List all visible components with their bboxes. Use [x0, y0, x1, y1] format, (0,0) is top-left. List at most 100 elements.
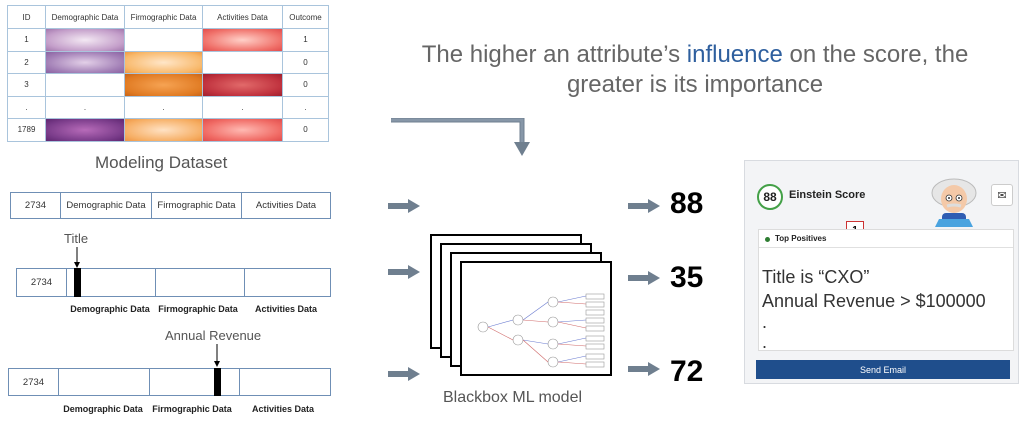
heat-cell — [124, 50, 203, 74]
row-id: 2 — [7, 50, 46, 74]
input-arrow-3 — [388, 367, 420, 381]
heat-cell — [202, 50, 283, 74]
heat-swatch — [46, 51, 124, 73]
table-header-row: ID Demographic Data Firmographic Data Ac… — [7, 5, 329, 29]
table-cell: . — [124, 95, 203, 119]
table-row: 1789 0 — [7, 118, 329, 142]
positive-line-4: . — [762, 332, 768, 352]
table-cell: . — [45, 95, 125, 119]
heat-cell — [124, 73, 203, 97]
record-activities-cell — [245, 269, 330, 296]
heat-cell — [202, 28, 283, 52]
row-outcome: 0 — [282, 118, 329, 142]
record-activities: Activities Data — [255, 200, 317, 211]
label-firmographic: Firmographic Data — [158, 304, 238, 314]
einstein-avatar-icon — [931, 178, 977, 227]
heat-cell — [45, 50, 125, 74]
heat-swatch — [46, 119, 124, 141]
row-id: 1789 — [7, 118, 46, 142]
heat-swatch — [125, 119, 202, 141]
heat-swatch — [46, 29, 124, 51]
output-arrow-3 — [628, 362, 660, 376]
heat-swatch — [203, 74, 282, 96]
positive-line-3: . — [762, 312, 768, 332]
heat-cell — [45, 73, 125, 97]
table-cell: . — [7, 95, 46, 119]
row-outcome: 0 — [282, 73, 329, 97]
positive-dot-icon — [765, 237, 770, 242]
positive-line-1: Title is “CXO” — [762, 267, 870, 287]
positive-line-2: Annual Revenue > $100000 — [762, 291, 986, 311]
dataset-caption: Modeling Dataset — [95, 153, 228, 172]
label-demographic: Demographic Data — [70, 304, 150, 314]
label-activities: Activities Data — [254, 304, 318, 314]
email-icon[interactable]: ✉ — [991, 184, 1013, 206]
label-demographic: Demographic Data — [63, 404, 143, 414]
revenue-marker-bar — [214, 368, 221, 396]
label-firmographic: Firmographic Data — [152, 404, 232, 414]
title-marker-label: Title — [64, 231, 89, 246]
annual-revenue-marker-label: Annual Revenue — [165, 328, 262, 343]
output-arrow-2 — [628, 271, 660, 285]
top-positives-label: Top Positives — [775, 234, 827, 243]
blackbox-model-stack — [430, 234, 612, 376]
modeling-dataset-table: ID Demographic Data Firmographic Data Ac… — [7, 5, 329, 142]
headline-part1: The higher an attribute’s — [421, 41, 687, 68]
record-activities-cell — [240, 369, 330, 395]
record-id: 2734 — [9, 369, 59, 395]
input-arrow-1 — [388, 199, 420, 213]
table-cell: . — [282, 95, 329, 119]
header-id: ID — [7, 5, 46, 29]
record-firmographic-cell — [156, 269, 245, 296]
row-outcome: 0 — [282, 50, 329, 74]
title-marker-bar — [74, 268, 81, 297]
heat-swatch — [203, 29, 282, 51]
row-outcome: 1 — [282, 28, 329, 52]
headline-part2: on the score, the — [782, 41, 969, 68]
table-cell: . — [202, 95, 283, 119]
header-activities: Activities Data — [202, 5, 283, 29]
revenue-pointer-arrow — [214, 344, 220, 367]
heat-cell — [124, 28, 203, 52]
model-label: Blackbox ML model — [443, 389, 583, 406]
send-email-button[interactable]: Send Email — [756, 360, 1010, 379]
record-row-3: 2734 — [8, 368, 331, 396]
label-activities: Activities Data — [251, 404, 315, 414]
header-firmographic: Firmographic Data — [124, 5, 203, 29]
record-demographic-cell — [59, 369, 150, 395]
header-demographic: Demographic Data — [45, 5, 125, 29]
heat-cell — [202, 118, 283, 142]
heat-cell — [45, 118, 125, 142]
record-demographic-cell — [67, 269, 156, 296]
output-arrow-1 — [628, 199, 660, 213]
record-firmographic-cell — [150, 369, 240, 395]
divider — [759, 247, 1013, 248]
einstein-score-card: 88 Einstein Score ✉ 1 Top Positives Titl… — [744, 160, 1019, 384]
headline: The higher an attribute’s influence on t… — [370, 40, 1020, 100]
title-pointer-arrow — [74, 247, 80, 268]
headline-line2: greater is its importance — [566, 71, 824, 98]
top-positives-panel: Top Positives Title is “CXO” Annual Reve… — [758, 229, 1014, 352]
score-output-3: 72 — [670, 355, 704, 388]
record-row-2: 2734 — [16, 268, 331, 297]
input-arrow-2 — [388, 265, 420, 279]
record-firmographic: Firmographic Data — [152, 193, 242, 218]
heat-cell — [202, 73, 283, 97]
heat-swatch — [203, 119, 282, 141]
score-output-2: 35 — [670, 261, 704, 294]
score-output-1: 88 — [670, 187, 704, 220]
heat-swatch — [125, 74, 202, 96]
headline-highlight: influence — [686, 41, 783, 68]
heat-cell — [124, 118, 203, 142]
heat-cell — [45, 28, 125, 52]
bent-arrow — [391, 118, 530, 156]
card-title: Einstein Score — [789, 189, 866, 201]
table-row: ..... — [7, 95, 329, 119]
record-demographic: Demographic Data — [61, 193, 152, 218]
record-id: 2734 — [17, 269, 67, 296]
record-row-1: 2734 Demographic Data Firmographic Data … — [10, 192, 331, 219]
